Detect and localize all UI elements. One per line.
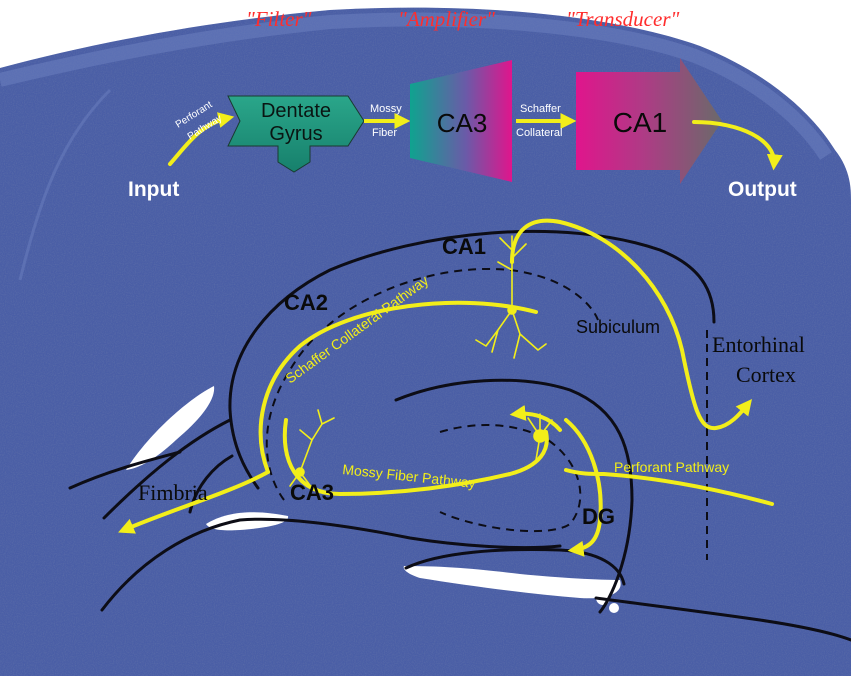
brain-tissue <box>0 7 851 682</box>
dg-return-path <box>509 404 562 432</box>
pathways <box>118 218 774 557</box>
label-ca3: CA3 <box>290 480 334 505</box>
perforant-to-dg-loop <box>564 418 603 557</box>
label-entorhinal-1: Entorhinal <box>712 332 805 357</box>
neurons <box>289 235 553 489</box>
dentate-label-1: Dentate <box>261 100 331 122</box>
vessel-2 <box>609 603 619 613</box>
schaffer-small-2: Collateral <box>516 127 562 139</box>
label-perforant-pathway: Perforant Pathway <box>614 459 729 475</box>
mossy-small-1: Mossy <box>370 103 402 115</box>
lower-outline <box>100 517 562 612</box>
entorhinal-outline <box>594 596 851 642</box>
ca3-pyramidal-neuron <box>289 409 335 489</box>
dg-outer-outline <box>394 378 634 614</box>
input-arrow <box>168 112 235 166</box>
cortex-surface-band <box>0 12 832 160</box>
ca3-trapezoid <box>410 60 512 182</box>
mossy-small-2: Fiber <box>372 127 397 139</box>
input-label: Input <box>128 178 179 201</box>
ventricle-lower <box>206 512 289 531</box>
label-ca1: CA1 <box>442 234 486 259</box>
perforant-path <box>564 468 774 506</box>
schaffer-small-1: Schaffer <box>520 103 561 115</box>
label-fimbria: Fimbria <box>138 480 208 505</box>
label-subiculum: Subiculum <box>576 317 660 337</box>
ca1-to-entorhinal-path <box>510 218 752 431</box>
role-filter: "Filter" <box>246 7 312 31</box>
ca1-pyramidal-neuron <box>475 235 547 359</box>
output-label: Output <box>728 178 797 201</box>
schaffer-collateral-path <box>258 300 538 474</box>
dentate-gyrus-box <box>227 95 365 173</box>
ca-dashed-layer <box>265 268 599 501</box>
label-ca2: CA2 <box>284 290 328 315</box>
ca3-label: CA3 <box>437 108 488 138</box>
hippocampus-outer-outline <box>228 229 716 490</box>
ca1-label: CA1 <box>613 107 667 138</box>
fimbria-outline <box>68 450 182 490</box>
mossy-fiber-path <box>282 418 549 497</box>
bottom-white-strip <box>0 676 851 682</box>
dentate-label-2: Gyrus <box>269 123 322 145</box>
fimbria-output-path <box>118 470 270 534</box>
label-dg: DG <box>582 504 615 529</box>
role-amplifier: "Amplifier" <box>398 7 495 31</box>
cortex-inner-fold <box>18 88 112 281</box>
fissure-gap <box>403 566 621 599</box>
dg-dashed-layer <box>439 424 582 533</box>
tissue-texture <box>0 7 851 682</box>
anatomical-outlines <box>68 229 851 642</box>
dashed-layers <box>265 268 708 560</box>
flowchart: "Filter" "Amplifier" "Transducer" Input … <box>128 7 797 201</box>
output-arrow <box>692 120 783 171</box>
role-transducer: "Transducer" <box>566 7 679 31</box>
dg-inner-outline <box>404 548 626 586</box>
ventricle-upper <box>126 386 215 470</box>
label-entorhinal-2: Cortex <box>736 362 796 387</box>
ca1-arrow-shape <box>576 58 722 184</box>
